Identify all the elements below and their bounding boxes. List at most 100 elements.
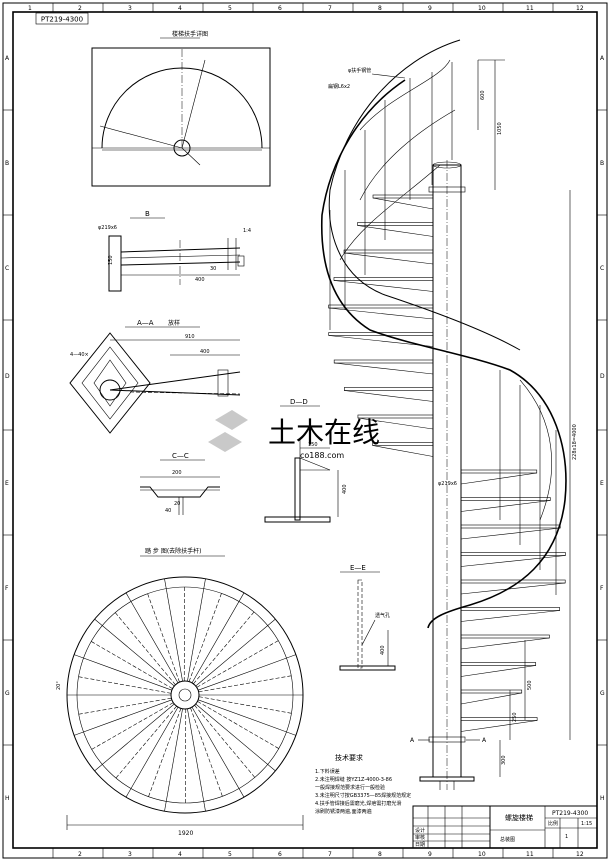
tread-support: [460, 637, 550, 650]
inner-handrail: [328, 39, 521, 351]
row-label: A: [600, 55, 605, 62]
tread-support: [372, 445, 434, 457]
tread-support: [460, 692, 522, 705]
dim-400: 400: [195, 277, 205, 283]
column-labels: 1 2 3 4 5 6 7 8 9 10 11 12 2 3 4 5 6 7 8…: [28, 5, 584, 858]
section-dd-view: D—D 150 400: [264, 398, 348, 523]
col-label: 4: [178, 851, 182, 858]
title-block: 螺旋楼梯 总装图 PT219-4300 比例 1:15 1 设计 审核 日期: [412, 805, 598, 849]
row-label: G: [5, 690, 10, 697]
angle-label: 1:4: [243, 228, 251, 234]
dim-20: 20: [174, 501, 180, 507]
col-label: 5: [228, 851, 232, 858]
stair-tread: [372, 194, 434, 199]
stair-tread: [460, 552, 566, 556]
tread-support: [334, 362, 434, 375]
section-dd-title: D—D: [290, 398, 308, 406]
tech-notes-title: 技术要求: [335, 753, 363, 762]
col-label: 8: [378, 5, 382, 12]
stair-tread: [460, 662, 537, 666]
date-label: 日期: [415, 842, 425, 848]
row-label: H: [5, 795, 10, 802]
row-label: E: [5, 480, 9, 487]
section-b-title: B: [145, 210, 150, 218]
stair-elevation: φ扶手钢管 扁钢L6x2 φ219x6 1050 600 228x18=4000…: [320, 39, 578, 790]
col-label: 8: [378, 851, 382, 858]
plan-tread-edge: [196, 640, 279, 688]
plan-spoke: [187, 578, 206, 682]
section-b-pipe-label: φ219x6: [98, 225, 117, 231]
tread-support: [344, 390, 434, 402]
plan-tread-edge: [148, 708, 182, 797]
plan-spoke: [74, 699, 172, 736]
stair-tread: [333, 277, 434, 281]
sheet-label: 1:15: [581, 821, 592, 827]
col-label: 9: [428, 851, 432, 858]
dim-30: 30: [210, 266, 216, 272]
row-label: D: [600, 373, 605, 380]
dim-20deg: 20°: [56, 681, 62, 690]
column-label: φ219x6: [438, 481, 457, 487]
section-marker-left: A: [410, 737, 415, 744]
drawing-number: PT219-4300: [552, 810, 588, 817]
row-label: B: [5, 160, 9, 167]
stair-tread: [357, 414, 434, 419]
col-label: 10: [478, 851, 486, 858]
stair-tread: [333, 359, 434, 364]
tech-note: 涂刷防锈漆两遍,面漆两遍: [315, 808, 372, 815]
stair-tread: [460, 469, 538, 474]
plan-tread-edge: [115, 706, 177, 779]
col-label: 12: [576, 851, 584, 858]
row-label: H: [600, 795, 605, 802]
stair-tread: [460, 497, 551, 501]
col-label: 2: [78, 851, 82, 858]
top-detail-view: 楼梯扶手详图: [91, 30, 271, 187]
col-label: 9: [428, 5, 432, 12]
subtitle: 总装图: [500, 836, 515, 843]
plan-tread-edge: [188, 593, 222, 682]
stair-tread: [460, 579, 566, 584]
stair-tread: [460, 524, 561, 529]
row-labels: A B C D E F G H A B C D E F G H: [5, 55, 605, 802]
col-label: 3: [128, 5, 132, 12]
plan-spoke: [191, 706, 245, 798]
plan-spoke: [94, 703, 175, 772]
col-label: 11: [526, 5, 534, 12]
plan-spoke: [125, 706, 179, 798]
drawing-code-stamp: PT219-4300: [35, 12, 89, 25]
plan-tread-edge: [91, 641, 173, 689]
section-b-view: B φ219x6 1:4 400 30 150: [98, 210, 251, 292]
stair-tread: [328, 332, 434, 336]
dim-910: 910: [185, 334, 195, 340]
dim-200: 200: [172, 470, 182, 476]
dim-400b: 400: [200, 349, 210, 355]
plan-spoke: [94, 618, 175, 687]
tread-support: [328, 335, 434, 347]
plan-tread-edge: [198, 696, 292, 714]
col-label: 11: [526, 851, 534, 858]
tech-note: 4.扶手管焊接后需磨光,焊疤需打磨光滑: [315, 800, 401, 807]
plan-tread-edge: [91, 702, 174, 750]
plan-tread-edge: [190, 707, 223, 797]
section-aa-note: 放样: [168, 319, 180, 327]
section-aa-view: A—A 放样 910 400 4—40×: [69, 319, 241, 434]
section-cc-view: C—C 200 20 40: [140, 452, 220, 515]
dim-1050: 1050: [497, 122, 503, 135]
stair-treads: [328, 194, 566, 732]
plan-tread-edge: [197, 701, 279, 749]
row-label: C: [5, 265, 9, 272]
row-label: E: [600, 480, 604, 487]
stair-tread: [343, 249, 434, 254]
scale-label: 比例: [548, 820, 558, 827]
tread-support: [357, 225, 434, 237]
section-marker-right: A: [482, 737, 487, 744]
stair-tread: [372, 442, 434, 446]
plan-spoke: [187, 708, 206, 812]
baluster-label: 扁钢L6x2: [328, 83, 350, 90]
tread-support: [357, 417, 434, 430]
watermark-cn: 土木在线: [268, 416, 380, 449]
plan-spoke: [198, 699, 296, 736]
plan-tread-edge: [147, 593, 180, 683]
tread-support: [460, 555, 566, 567]
